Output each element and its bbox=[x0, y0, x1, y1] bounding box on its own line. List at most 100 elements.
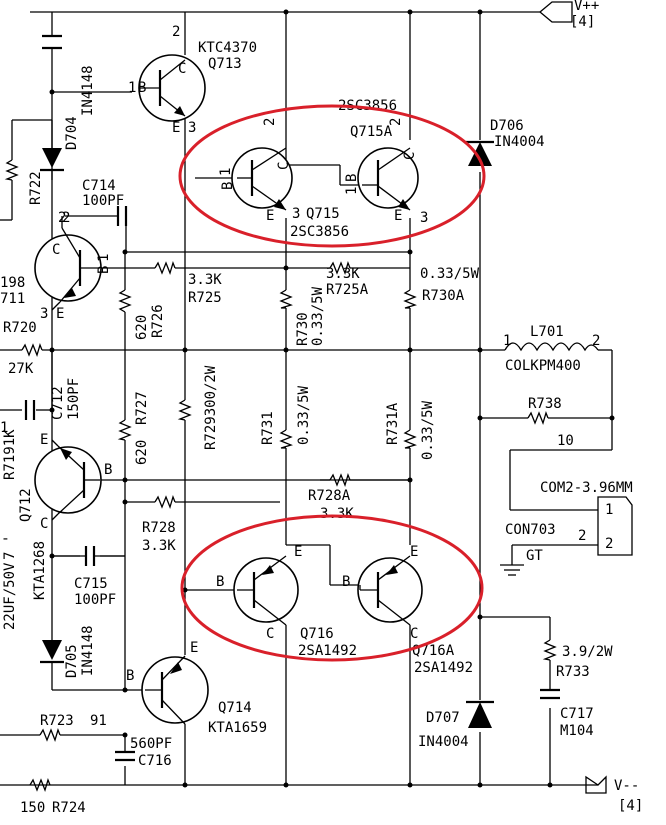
q715-pin2: 2 bbox=[262, 118, 278, 126]
d704-ref: D704 bbox=[64, 116, 80, 150]
r723-ref: R723 bbox=[40, 713, 74, 729]
r738-ref: R738 bbox=[528, 396, 562, 412]
c717-ref: C717 bbox=[560, 706, 594, 722]
resistor-r723: R723 91 bbox=[39, 713, 107, 742]
q715-part: 2SC3856 bbox=[290, 224, 349, 240]
resistor-r725a: 3.3K R725A bbox=[326, 261, 369, 298]
q713-c: C bbox=[178, 61, 186, 77]
con-pin1: 1 bbox=[605, 502, 613, 518]
resistor-r728a: R728A 3.3K bbox=[308, 473, 354, 522]
d705-part: IN4148 bbox=[80, 625, 96, 676]
q713-pin1: 1 bbox=[128, 80, 136, 96]
connector-con703: COM2-3.96MM 1 2 CON703 2 GT bbox=[505, 480, 633, 564]
q715a-ref: Q715A bbox=[350, 124, 393, 140]
resistor-r722: R722 bbox=[4, 159, 44, 205]
c712-value: 150PF bbox=[66, 378, 82, 420]
resistor-r720: R720 27K bbox=[3, 320, 43, 377]
diode-d706: D706 IN4004 bbox=[466, 118, 545, 166]
q715a-c: C bbox=[402, 152, 418, 160]
q713-pin3: 3 bbox=[188, 120, 196, 136]
r730-ref: R730 bbox=[295, 312, 311, 346]
q716-e: E bbox=[294, 544, 302, 560]
c714-ref: C714 bbox=[82, 178, 116, 194]
q712-e: E bbox=[40, 432, 48, 448]
c714-value: 100PF bbox=[82, 193, 124, 209]
resistor-r731: R731 0.33/5W bbox=[260, 385, 312, 449]
q713-b: B bbox=[138, 80, 146, 96]
q715a-e: E bbox=[394, 208, 402, 224]
resistor-r730a: 0.33/5W R730A bbox=[403, 266, 480, 309]
d706-part: IN4004 bbox=[494, 134, 545, 150]
q715-pin3: 3 bbox=[292, 206, 300, 222]
transistor-q713: 1 B C 2 E 3 KTC4370 Q713 bbox=[128, 24, 257, 136]
transistor-q712: E B C Q712 KTA1268 bbox=[18, 432, 112, 600]
r724-value: 150 bbox=[20, 800, 45, 816]
r728-ref: R728 bbox=[142, 520, 176, 536]
q716-ref: Q716 bbox=[300, 626, 334, 642]
q713-e: E bbox=[172, 120, 180, 136]
q713-ref: Q713 bbox=[208, 56, 242, 72]
l701-pin2: 2 bbox=[592, 333, 600, 349]
q715-pin1: 1 bbox=[218, 168, 234, 176]
q716a-c: C bbox=[410, 626, 418, 642]
r720-value: 27K bbox=[8, 361, 34, 377]
q714-e: E bbox=[190, 640, 198, 656]
q715a-pin1: 1 bbox=[344, 187, 360, 195]
q714-part: KTA1659 bbox=[208, 720, 267, 736]
r731a-value: 0.33/5W bbox=[420, 400, 436, 460]
r730a-value: 0.33/5W bbox=[420, 266, 480, 282]
c714-pin: 2 bbox=[62, 210, 70, 226]
q712-b: B bbox=[104, 462, 112, 478]
q711-c: C bbox=[52, 242, 60, 258]
r727-ref: R727 bbox=[134, 391, 150, 425]
q716-part: 2SA1492 bbox=[298, 643, 357, 659]
q711-e: E bbox=[56, 306, 64, 322]
resistor-r729: R729300/2W bbox=[177, 365, 219, 450]
r733-ref: R733 bbox=[556, 664, 590, 680]
r731-ref: R731 bbox=[260, 411, 276, 445]
resistor-r733: 3.9/2W R733 bbox=[542, 639, 613, 680]
cap-c716: 560PF C716 bbox=[115, 736, 172, 769]
vpos-terminal: V++ [4] bbox=[538, 0, 599, 30]
q715a-b: B bbox=[344, 174, 360, 182]
d707-ref: D707 bbox=[426, 710, 460, 726]
resistor-r724: 150 R724 bbox=[20, 778, 86, 816]
con-wire-pin: 2 bbox=[578, 528, 586, 544]
resistor-r738: R738 10 bbox=[527, 396, 574, 449]
resistor-r725: 3.3K R725 bbox=[154, 261, 222, 306]
transistor-q715a: 2SC3856 Q715A 2 C 1 B E 3 bbox=[338, 98, 428, 226]
r731a-ref: R731A bbox=[385, 402, 401, 445]
cap-c712: C712 150PF bbox=[24, 378, 82, 420]
q711-pin3: 3 bbox=[40, 306, 48, 322]
resistor-r727: 620 R727 bbox=[117, 391, 150, 465]
highlight-ellipse-npn-pair bbox=[178, 104, 486, 248]
r729-label: R729300/2W bbox=[203, 365, 219, 450]
r730-value: 0.33/5W bbox=[310, 286, 326, 346]
q716-b: B bbox=[216, 574, 224, 590]
r730a-ref: R730A bbox=[422, 288, 465, 304]
r727-value: 620 bbox=[134, 440, 150, 465]
cap-top-left bbox=[42, 34, 62, 50]
diode-d704: D704 IN4148 bbox=[40, 65, 96, 196]
diode-d705: D705 IN4148 bbox=[40, 625, 96, 678]
c717-value: M104 bbox=[560, 723, 594, 739]
q713-part: KTC4370 bbox=[198, 40, 257, 56]
vneg-terminal: V-- [4] bbox=[585, 775, 643, 814]
r722-ref: R722 bbox=[28, 171, 44, 205]
l701-ref: L701 bbox=[530, 324, 564, 340]
q711-b: B bbox=[96, 266, 112, 274]
vneg-ref-label: [4] bbox=[618, 798, 643, 814]
resistor-r728: R728 3.3K bbox=[142, 495, 176, 554]
d706-ref: D706 bbox=[490, 118, 524, 134]
q713-pin2: 2 bbox=[172, 24, 180, 40]
vneg-net-label: V-- bbox=[614, 778, 639, 794]
vpos-net-label: V++ bbox=[574, 0, 599, 14]
q715-c: C bbox=[276, 162, 292, 170]
con-ref: CON703 bbox=[505, 522, 556, 538]
r725-ref: R725 bbox=[188, 290, 222, 306]
vpos-ref-label: [4] bbox=[570, 14, 595, 30]
con-gnd-label: GT bbox=[526, 548, 543, 564]
r725a-value: 3.3K bbox=[326, 266, 360, 282]
transistor-q711: C 2 B 1 3 E 198 711 bbox=[0, 210, 112, 322]
